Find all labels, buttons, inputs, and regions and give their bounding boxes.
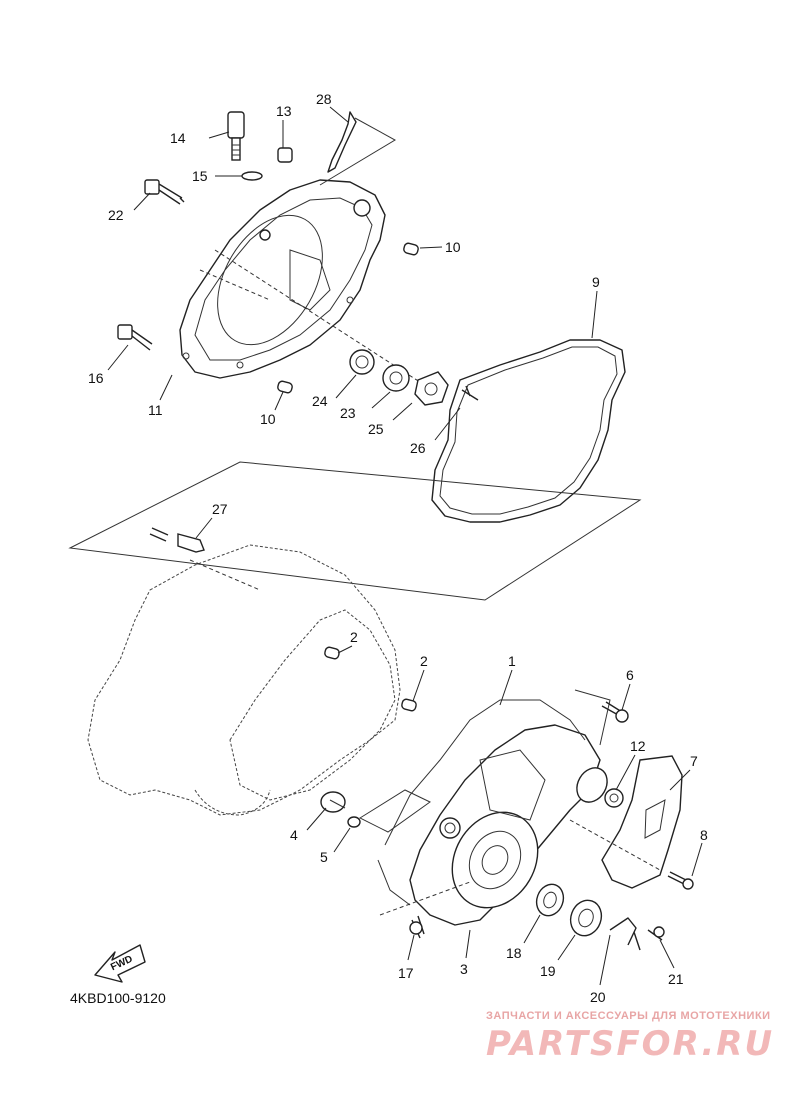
gasket-inner xyxy=(377,699,586,906)
callout-9: 9 xyxy=(592,274,600,290)
callout-25: 25 xyxy=(368,421,384,437)
callout-1: 1 xyxy=(508,653,516,669)
oil-seal xyxy=(349,349,375,375)
callout-13: 13 xyxy=(276,103,292,119)
callout-8: 8 xyxy=(700,827,708,843)
diagram-code: 4KBD100-9120 xyxy=(70,990,166,1006)
engine-ghost xyxy=(87,544,401,816)
callout-6: 6 xyxy=(626,667,634,683)
oil-seal-lower xyxy=(569,899,603,937)
fwd-arrow-icon: FWD xyxy=(94,944,146,983)
callout-28: 28 xyxy=(316,91,332,107)
gasket-outer xyxy=(431,339,626,523)
dowel-pin xyxy=(401,698,417,712)
callout-19: 19 xyxy=(540,963,556,979)
bearing xyxy=(382,364,410,392)
callout-23: 23 xyxy=(340,405,356,421)
sprocket-cover xyxy=(601,755,683,889)
callout-4: 4 xyxy=(290,827,298,843)
crankcase-cover-outer xyxy=(179,179,386,379)
callout-16: 16 xyxy=(88,370,104,386)
callout-5: 5 xyxy=(320,849,328,865)
callout-2-lower: 2 xyxy=(420,653,428,669)
o-ring xyxy=(241,171,263,181)
callout-17: 17 xyxy=(398,965,414,981)
bolt-left xyxy=(117,324,153,351)
bracket xyxy=(327,111,357,173)
bearing-lower xyxy=(535,883,565,917)
oil-seal-small xyxy=(604,788,624,808)
callout-12: 12 xyxy=(630,738,646,754)
bolt-cover xyxy=(667,871,687,885)
callout-2-upper: 2 xyxy=(350,629,358,645)
callout-21: 21 xyxy=(668,971,684,987)
retaining-clip xyxy=(609,917,641,951)
bolt-small xyxy=(149,527,169,542)
callout-15: 15 xyxy=(192,168,208,184)
bolt-upper xyxy=(144,179,185,205)
dowel-pin xyxy=(403,242,419,256)
callout-10-lower: 10 xyxy=(260,411,276,427)
crankcase-cover-inner xyxy=(409,724,608,926)
plate xyxy=(414,371,449,406)
callout-27: 27 xyxy=(212,501,228,517)
callout-3: 3 xyxy=(460,961,468,977)
watermark-tagline: ЗАПЧАСТИ И АКСЕССУАРЫ ДЛЯ МОТОТЕХНИКИ xyxy=(486,1010,771,1022)
dowel-pin xyxy=(324,646,340,660)
plane-outline xyxy=(68,461,642,601)
callout-18: 18 xyxy=(506,945,522,961)
callout-24: 24 xyxy=(312,393,328,409)
callout-26: 26 xyxy=(410,440,426,456)
grommet xyxy=(277,147,293,163)
callout-20: 20 xyxy=(590,989,606,1005)
callout-22: 22 xyxy=(108,207,124,223)
dowel-pin xyxy=(277,380,293,394)
washer xyxy=(347,816,361,828)
watermark-logo: PARTSFOR.RU xyxy=(486,1024,775,1064)
callout-7: 7 xyxy=(690,753,698,769)
oil-level-sensor xyxy=(227,111,245,161)
callout-10-upper: 10 xyxy=(445,239,461,255)
callout-11: 11 xyxy=(148,402,163,418)
callout-14: 14 xyxy=(170,130,186,146)
